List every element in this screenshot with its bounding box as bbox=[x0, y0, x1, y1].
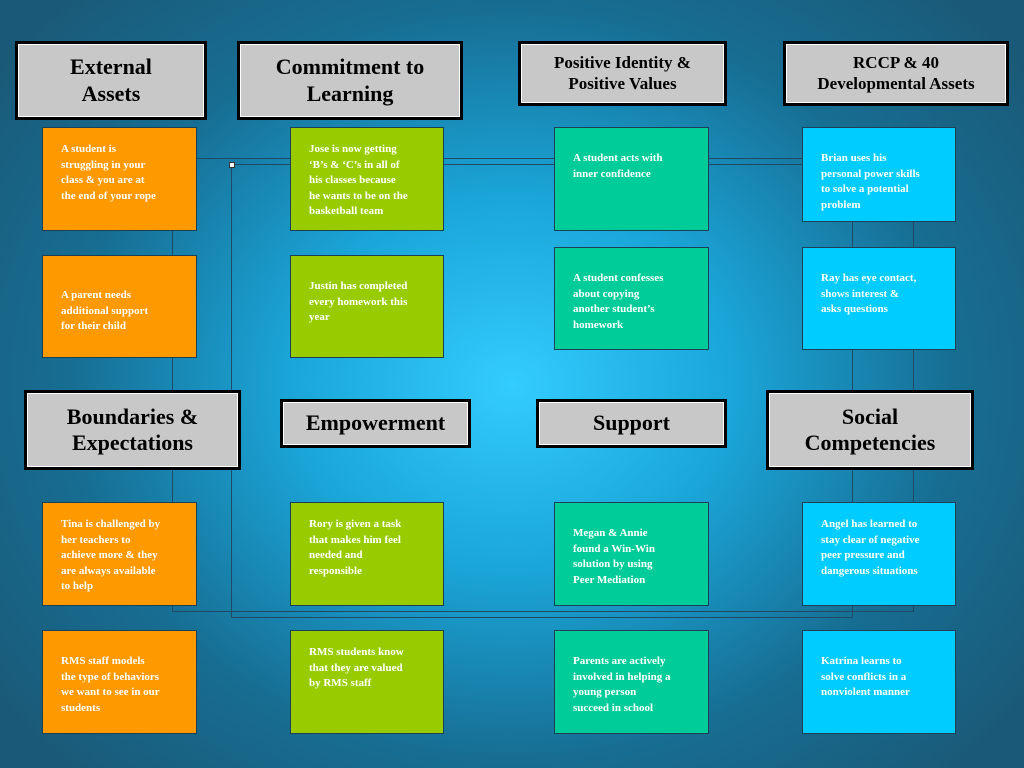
header-commitment-to-learning: Commitment to Learning bbox=[237, 41, 463, 120]
card-struggling-student: A student is struggling in your class & … bbox=[42, 127, 197, 231]
card-tina: Tina is challenged by her teachers to ac… bbox=[42, 502, 197, 606]
card-inner-confidence: A student acts with inner confidence bbox=[554, 127, 709, 231]
card-rory: Rory is given a task that makes him feel… bbox=[290, 502, 444, 606]
card-ray: Ray has eye contact, shows interest & as… bbox=[802, 247, 956, 350]
header-empowerment: Empowerment bbox=[280, 399, 471, 448]
card-brian: Brian uses his personal power skills to … bbox=[802, 127, 956, 222]
header-social-competencies: Social Competencies bbox=[766, 390, 974, 470]
card-justin: Justin has completed every homework this… bbox=[290, 255, 444, 358]
card-jose: Jose is now getting ‘B’s & ‘C’s in all o… bbox=[290, 127, 444, 231]
connector-handle bbox=[229, 162, 235, 168]
card-angel: Angel has learned to stay clear of negat… bbox=[802, 502, 956, 606]
card-rms-students-valued: RMS students know that they are valued b… bbox=[290, 630, 444, 734]
header-boundaries-expectations: Boundaries & Expectations bbox=[24, 390, 241, 470]
header-positive-identity: Positive Identity & Positive Values bbox=[518, 41, 727, 106]
card-parent-support: A parent needs additional support for th… bbox=[42, 255, 197, 358]
card-parents-involved: Parents are actively involved in helping… bbox=[554, 630, 709, 734]
card-confesses-copying: A student confesses about copying anothe… bbox=[554, 247, 709, 350]
card-rms-staff-models: RMS staff models the type of behaviors w… bbox=[42, 630, 197, 734]
header-support: Support bbox=[536, 399, 727, 448]
card-katrina: Katrina learns to solve conflicts in a n… bbox=[802, 630, 956, 734]
header-external-assets: External Assets bbox=[15, 41, 207, 120]
header-rccp: RCCP & 40 Developmental Assets bbox=[783, 41, 1009, 106]
card-megan-annie: Megan & Annie found a Win-Win solution b… bbox=[554, 502, 709, 606]
